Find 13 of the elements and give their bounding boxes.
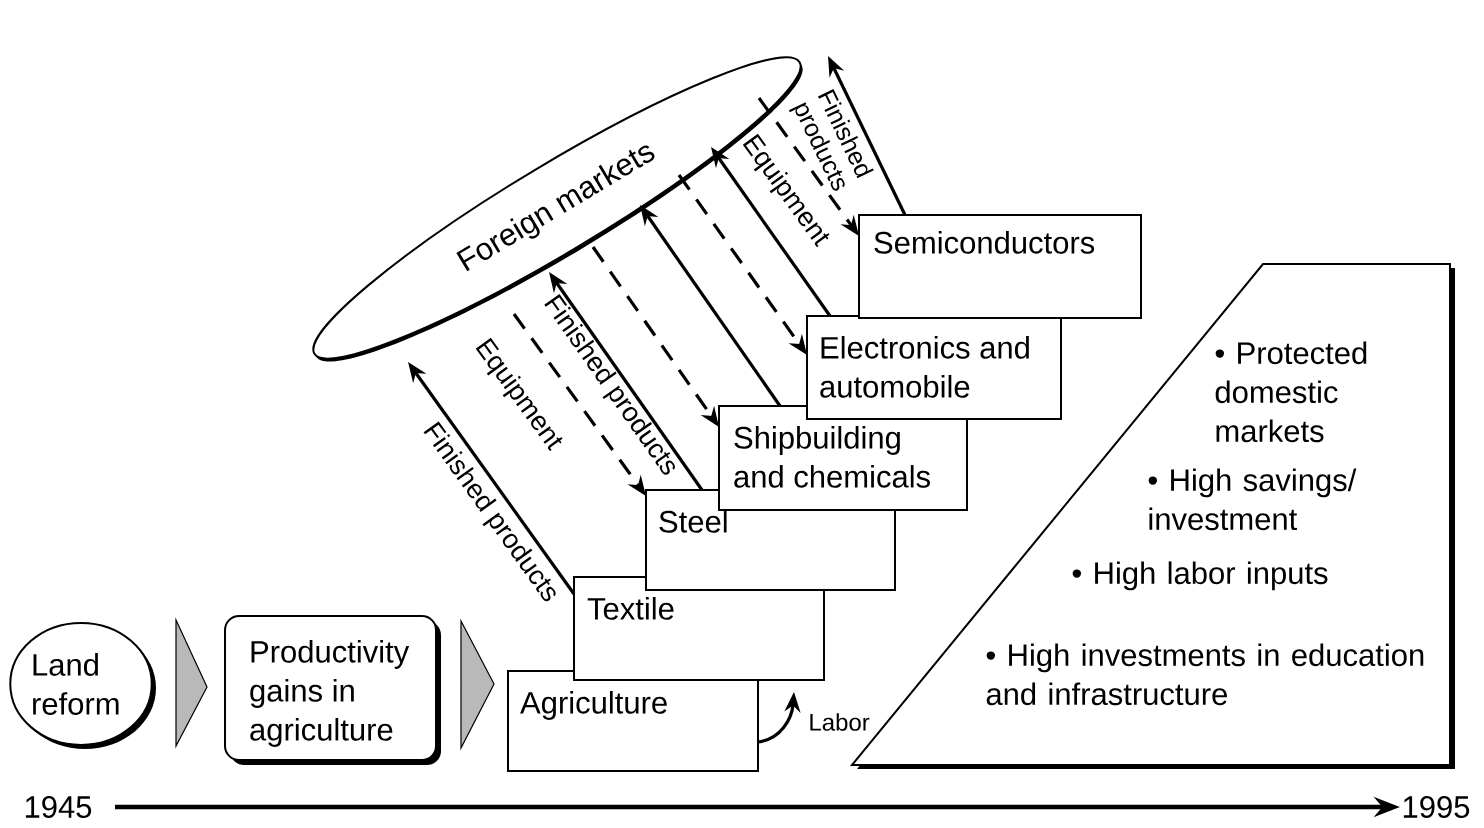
bullet-text: • High labor inputs	[1072, 561, 1328, 591]
year-label: 1995	[1403, 796, 1470, 818]
bullet-text: • High savings/ investment	[1148, 468, 1357, 531]
sector-box: Electronics and automobile	[806, 315, 1062, 420]
bullet-text: • High investments in education and infrastructure	[986, 643, 1424, 706]
sector-box: Agriculture	[507, 670, 759, 772]
edge-label: Labor	[810, 713, 870, 731]
sector-box: Shipbuilding and chemicals	[718, 405, 968, 511]
oval-node: Land reform	[9, 622, 156, 749]
rounded-box: Productivity gains in agriculture	[224, 615, 441, 765]
year-label: 1945	[25, 796, 92, 818]
bullet-text: • Protected domestic markets	[1215, 341, 1367, 443]
sector-box: Semiconductors	[858, 214, 1142, 319]
